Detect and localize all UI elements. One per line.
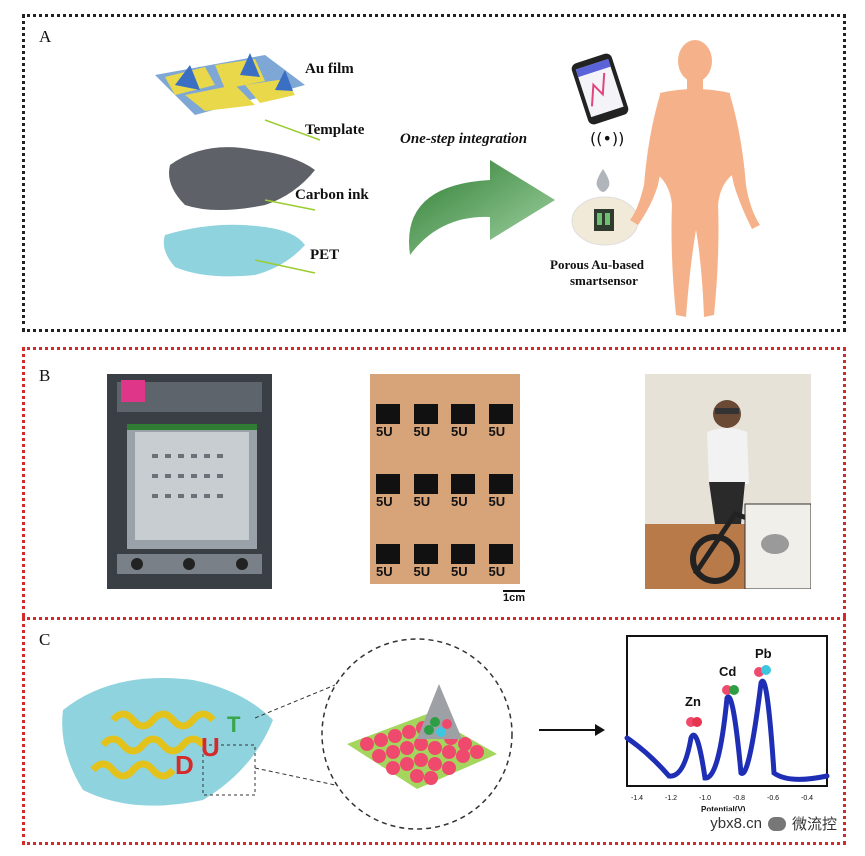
electrode-cell: 5U [445, 514, 483, 584]
electrode-cell: 5U [483, 444, 521, 514]
panel-c: C D U T [22, 617, 846, 845]
electrode-letter-t: T [227, 712, 241, 737]
panel-a-letter: A [39, 27, 52, 46]
label-porous-au: Porous Au-based [550, 257, 645, 272]
x-tick: -0.4 [801, 795, 813, 802]
watermark: ybx8.cn 微流控 [706, 811, 841, 836]
smartphone-icon [571, 53, 629, 125]
label-smartsensor: smartsensor [570, 273, 638, 288]
panel-b-letter: B [39, 366, 51, 385]
human-body-illustration [630, 40, 760, 317]
peak-label-cd: Cd [719, 664, 736, 679]
label-template: Template [305, 122, 365, 138]
au-film-layer [155, 53, 305, 115]
voltammetry-plot: Zn Cd Pb -1.4 -1.2 -1.0 -0.8 -0.6 -0.4 P… [624, 635, 830, 814]
carbon-ink-layer [169, 147, 315, 210]
electrode-letter-d: D [175, 750, 194, 780]
x-tick: -1.0 [699, 795, 711, 802]
electrode-cell: 5U [408, 444, 446, 514]
label-one-step-integration: One-step integration [400, 131, 528, 147]
wireless-signal-icon: ((•)) [590, 129, 625, 148]
electrode-grid: 5U 5U 5U 5U 5U 5U 5U 5U 5U 5U 5U 5U [370, 374, 520, 584]
watermark-url: ybx8.cn [710, 815, 762, 832]
sensor-patch-icon [571, 196, 639, 246]
electrode-cell: 5U [483, 514, 521, 584]
electrode-cell: 5U [445, 374, 483, 444]
panel-c-letter: C [39, 630, 51, 649]
x-tick: -1.4 [631, 795, 643, 802]
sweat-droplet-icon [596, 169, 610, 192]
x-axis-label: Potential(V) [701, 805, 746, 814]
electrode-cell: 5U [483, 374, 521, 444]
label-au-film: Au film [305, 61, 354, 77]
peak-label-pb: Pb [755, 646, 772, 661]
electrode-cell: 5U [370, 444, 408, 514]
label-pet: PET [310, 247, 340, 263]
electrode-cell: 5U [445, 444, 483, 514]
label-carbon-ink: Carbon ink [295, 187, 369, 203]
cyclist-photo [645, 374, 811, 589]
layer-stack-illustration [155, 53, 321, 277]
pet-layer [163, 224, 305, 277]
x-tick: -1.2 [665, 795, 677, 802]
electrode-cell: 5U [370, 374, 408, 444]
electrode-cell: 5U [408, 514, 446, 584]
zoomed-particles-illustration [321, 638, 513, 830]
scale-bar: 1cm [503, 590, 526, 604]
zoom-connector-lines [255, 684, 335, 786]
electrode-letter-u: U [201, 732, 220, 762]
wechat-icon [767, 816, 786, 831]
panel-a: A Au film Template Carbon ink PET One-st… [22, 14, 846, 332]
peak-label-zn: Zn [685, 694, 701, 709]
watermark-brand: 微流控 [791, 816, 837, 833]
screen-printer-photo [107, 374, 272, 589]
green-arrow-icon [409, 160, 555, 255]
arrow-right-icon [539, 724, 605, 736]
electrode-cell: 5U [370, 514, 408, 584]
panel-b: B 5U 5U 5U 5U 5U 5U 5U 5U 5U 5U 5U [22, 347, 846, 617]
dut-electrode-illustration [62, 678, 273, 806]
electrode-cell: 5U [408, 374, 446, 444]
x-tick: -0.8 [733, 795, 745, 802]
x-tick: -0.6 [767, 795, 779, 802]
